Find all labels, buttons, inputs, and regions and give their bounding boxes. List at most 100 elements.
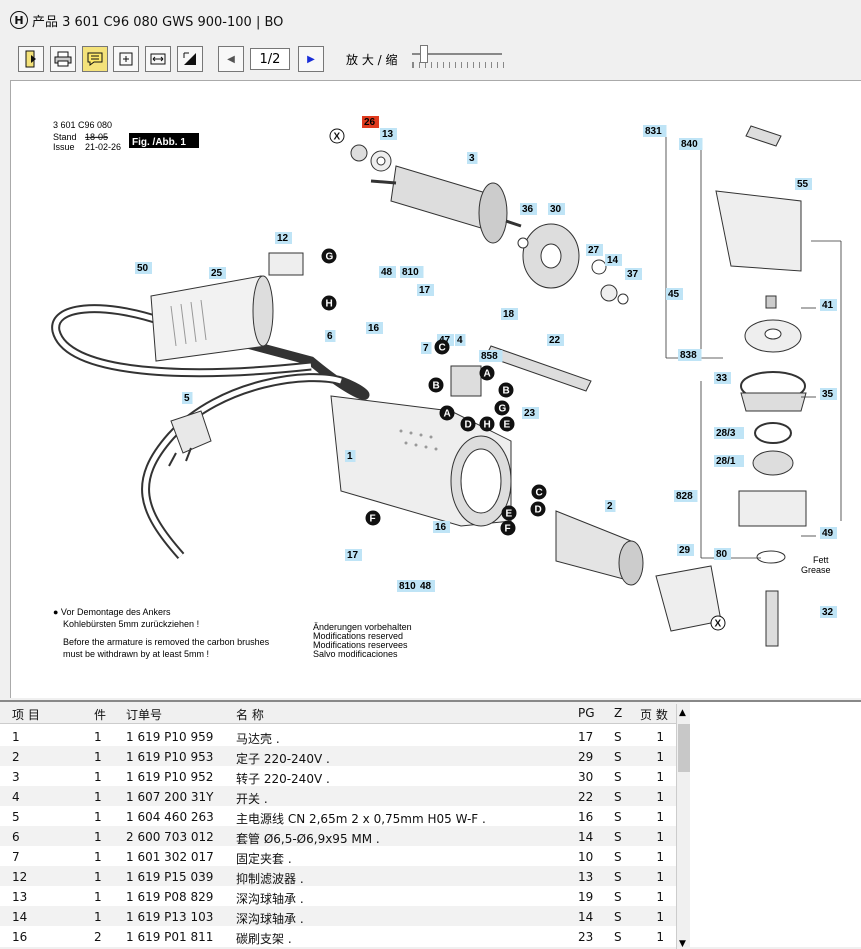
part-label-box[interactable] <box>643 125 667 137</box>
part-label[interactable]: 33 <box>716 373 728 384</box>
part-label-box[interactable] <box>714 548 731 560</box>
part-label-box[interactable] <box>421 342 432 354</box>
part-label[interactable]: 840 <box>681 139 698 150</box>
part-label[interactable]: 48 <box>420 581 432 592</box>
header-pages[interactable]: 页 数 <box>640 708 668 722</box>
part-label-box[interactable] <box>714 455 744 467</box>
part-label[interactable]: 16 <box>435 522 447 533</box>
part-label-box[interactable] <box>379 266 396 278</box>
part-label-box[interactable] <box>674 490 698 502</box>
part-label[interactable]: 828 <box>676 491 693 502</box>
next-page-button[interactable]: ▶ <box>298 46 324 72</box>
header-qty[interactable]: 件 <box>94 708 107 722</box>
part-label-box[interactable] <box>820 527 837 539</box>
part-label-box[interactable] <box>586 244 603 256</box>
part-label-box[interactable] <box>400 266 424 278</box>
part-label[interactable]: 7 <box>423 343 429 354</box>
part-label-box[interactable] <box>417 284 434 296</box>
part-label[interactable]: 37 <box>627 269 639 280</box>
part-label-box[interactable] <box>679 138 703 150</box>
part-label[interactable]: 13 <box>382 129 394 140</box>
part-label[interactable]: 810 <box>399 581 416 592</box>
comment-button[interactable] <box>82 46 108 72</box>
part-label-box[interactable] <box>548 203 565 215</box>
part-label-box[interactable] <box>325 330 336 342</box>
scroll-up-icon[interactable]: ▲ <box>679 708 686 718</box>
part-label[interactable]: 16 <box>368 323 380 334</box>
part-label[interactable]: 22 <box>549 335 561 346</box>
part-label[interactable]: 28/3 <box>716 428 736 439</box>
part-label[interactable]: 28/1 <box>716 456 736 467</box>
part-label-box[interactable] <box>501 308 518 320</box>
scroll-thumb[interactable] <box>678 724 690 772</box>
part-label-box[interactable] <box>678 349 702 361</box>
part-label[interactable]: 3 <box>469 153 475 164</box>
part-label-box[interactable] <box>418 580 435 592</box>
part-label-box[interactable] <box>714 427 744 439</box>
part-label[interactable]: 858 <box>481 351 498 362</box>
part-label-box[interactable] <box>275 232 292 244</box>
part-label-box[interactable] <box>820 299 837 311</box>
part-label-box[interactable] <box>397 580 421 592</box>
exit-button[interactable] <box>18 46 44 72</box>
part-label[interactable]: 14 <box>607 255 619 266</box>
part-label[interactable]: 45 <box>668 289 680 300</box>
header-order[interactable]: 订单号 <box>126 708 163 722</box>
header-pg[interactable]: PG <box>578 706 595 720</box>
part-label-box[interactable] <box>380 128 397 140</box>
select-area-button[interactable] <box>177 46 203 72</box>
prev-page-button[interactable]: ◀ <box>218 46 244 72</box>
fit-width-button[interactable] <box>145 46 171 72</box>
part-label[interactable]: 838 <box>680 350 697 361</box>
part-label[interactable]: 18 <box>503 309 515 320</box>
part-label-box[interactable] <box>345 549 362 561</box>
part-label[interactable]: 27 <box>588 245 600 256</box>
part-label[interactable]: 26 <box>364 117 376 128</box>
part-label-box[interactable] <box>520 203 537 215</box>
part-label-box[interactable] <box>547 334 564 346</box>
part-label-box[interactable] <box>366 322 383 334</box>
print-button[interactable] <box>50 46 76 72</box>
part-label-box[interactable] <box>182 392 193 404</box>
part-label[interactable]: 5 <box>184 393 190 404</box>
zoom-slider-thumb[interactable] <box>420 45 428 63</box>
part-label-box[interactable] <box>605 254 622 266</box>
part-label[interactable]: 30 <box>550 204 562 215</box>
part-label-box[interactable] <box>433 521 450 533</box>
part-label[interactable]: 80 <box>716 549 728 560</box>
part-label[interactable]: 50 <box>137 263 149 274</box>
part-label-box[interactable] <box>467 152 478 164</box>
part-label-box[interactable] <box>522 407 539 419</box>
part-label-box[interactable] <box>820 388 837 400</box>
part-label-box[interactable] <box>362 116 379 128</box>
part-label[interactable]: 17 <box>347 550 359 561</box>
part-label-box[interactable] <box>479 350 503 362</box>
part-label[interactable]: 12 <box>277 233 289 244</box>
part-label[interactable]: 6 <box>327 331 333 342</box>
table-scrollbar[interactable]: ▲ ▼ <box>676 704 690 949</box>
part-label-box[interactable] <box>209 267 226 279</box>
header-z[interactable]: Z <box>614 706 623 720</box>
part-label[interactable]: 831 <box>645 126 662 137</box>
part-label[interactable]: 49 <box>822 528 834 539</box>
fit-page-button[interactable] <box>113 46 139 72</box>
part-label[interactable]: 35 <box>822 389 834 400</box>
scroll-down-icon[interactable]: ▼ <box>679 939 686 949</box>
part-label[interactable]: 36 <box>522 204 534 215</box>
part-label-box[interactable] <box>605 500 616 512</box>
part-label[interactable]: 810 <box>402 267 419 278</box>
part-label[interactable]: 55 <box>797 179 809 190</box>
exploded-view-drawing[interactable]: 3 601 C96 080 Stand 18-05 Issue 21-02-26… <box>10 80 861 698</box>
part-label-box[interactable] <box>677 544 694 556</box>
part-label[interactable]: 29 <box>679 545 691 556</box>
